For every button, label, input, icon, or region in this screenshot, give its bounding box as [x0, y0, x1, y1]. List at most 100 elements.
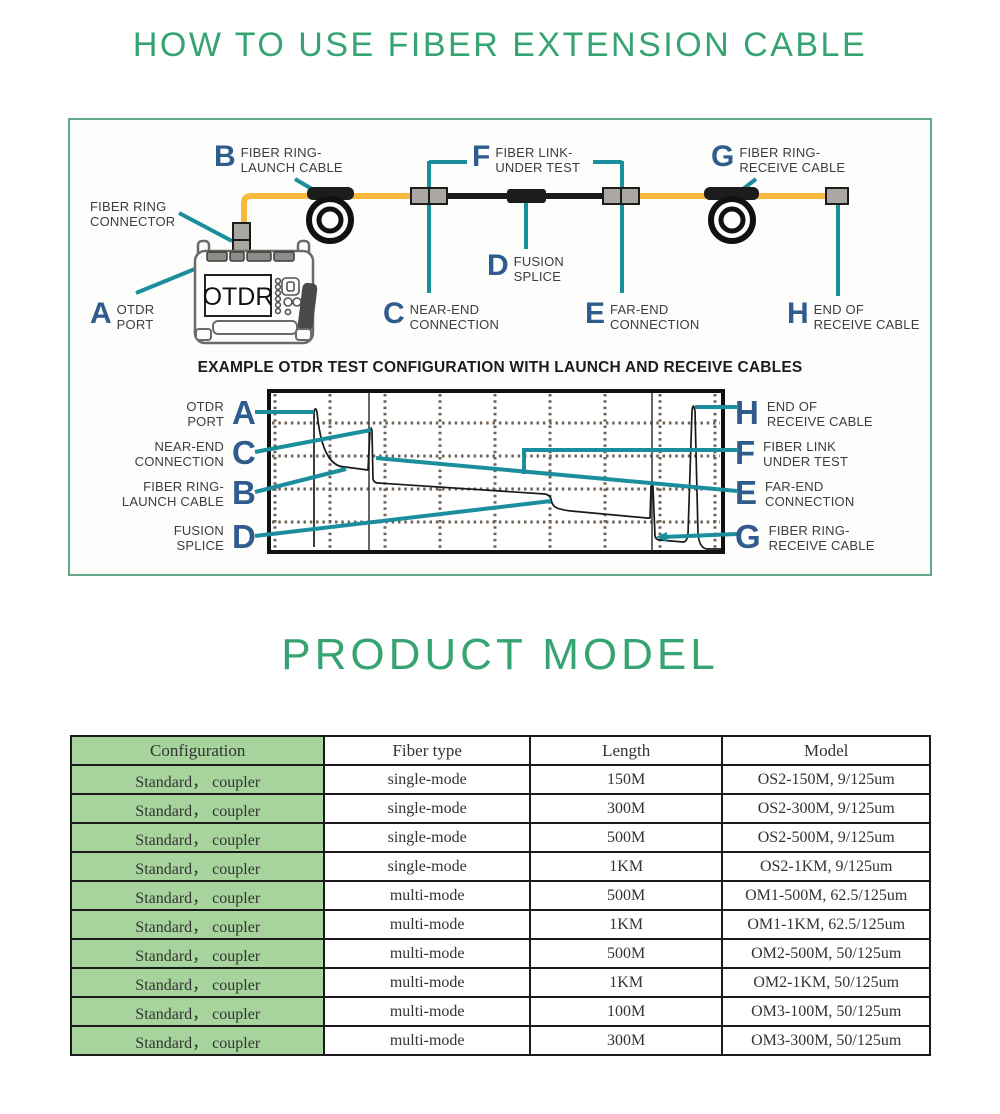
- otdr-screen-label: OTDR: [203, 283, 274, 311]
- section-title: PRODUCT MODEL: [281, 630, 719, 679]
- otdr-device: OTDR: [193, 239, 318, 345]
- page-title: HOW TO USE FIBER EXTENSION CABLE: [132, 26, 868, 64]
- fiber-diagram: OTDR: [135, 160, 849, 554]
- header-length: Length: [528, 735, 724, 766]
- fusion-splice: [507, 189, 546, 203]
- length-cell: 500M: [528, 822, 724, 853]
- length-cell: 1KM: [528, 851, 724, 882]
- fiber-type-cell: multi-mode: [323, 967, 531, 998]
- length-cell: 1KM: [528, 967, 724, 998]
- model-cell: OM1-1KM, 62.5/125um: [721, 909, 931, 940]
- g-arrowhead: [656, 532, 667, 542]
- model-cell: OS2-1KM, 9/125um: [721, 851, 931, 882]
- table-header-row: Configuration Fiber type Length Model: [69, 735, 931, 766]
- otdr-port-connector: [232, 222, 251, 256]
- length-cell: 1KM: [528, 909, 724, 940]
- callout-letter: D: [487, 249, 509, 282]
- receive-coil-wrap: [704, 187, 759, 200]
- callout-letter: B: [214, 140, 236, 173]
- config-cell: Standard， coupler: [69, 764, 326, 795]
- config-cell: Standard， coupler: [69, 996, 326, 1027]
- header-configuration: Configuration: [69, 735, 326, 766]
- end-connector: [825, 187, 849, 205]
- length-cell: 500M: [528, 880, 724, 911]
- callout-letter: H: [787, 297, 809, 330]
- config-cell: Standard， coupler: [69, 909, 326, 940]
- chart-leader-lines: [254, 405, 738, 539]
- fiber-type-cell: single-mode: [323, 822, 531, 853]
- fiber-type-cell: single-mode: [323, 851, 531, 882]
- model-cell: OS2-500M, 9/125um: [721, 822, 931, 853]
- otdr-screen: [204, 274, 272, 317]
- config-cell: Standard， coupler: [69, 1025, 326, 1056]
- model-cell: OM2-1KM, 50/125um: [721, 967, 931, 998]
- config-cell: Standard， coupler: [69, 793, 326, 824]
- fiber-type-cell: multi-mode: [323, 1025, 531, 1056]
- launch-coil-wrap: [307, 187, 354, 200]
- near-end-connectors: [410, 187, 448, 205]
- header-fiber-type: Fiber type: [323, 735, 531, 766]
- otdr-strap: [297, 282, 318, 332]
- model-cell: OM3-100M, 50/125um: [721, 996, 931, 1027]
- model-cell: OM3-300M, 50/125um: [721, 1025, 931, 1056]
- callout-text: FIBER LINK-UNDER TEST: [495, 145, 581, 175]
- model-cell: OM1-500M, 62.5/125um: [721, 880, 931, 911]
- leader-lines: [135, 160, 840, 296]
- connector-callout: FIBER RING CONNECTOR: [90, 199, 176, 229]
- length-cell: 500M: [528, 938, 724, 969]
- trace-chart: [254, 389, 738, 554]
- config-cell: Standard， coupler: [69, 938, 326, 969]
- callout-text: FIBER RING-RECEIVE CABLE: [739, 145, 846, 175]
- callout-F: F FIBER LINK-UNDER TEST: [472, 140, 581, 176]
- length-cell: 150M: [528, 764, 724, 795]
- callout-G: G FIBER RING-RECEIVE CABLE: [711, 140, 846, 176]
- fiber-type-cell: multi-mode: [323, 880, 531, 911]
- callout-letter: F: [472, 140, 491, 173]
- callout-letter: C: [383, 297, 405, 330]
- header-model: Model: [721, 735, 931, 766]
- callout-letter: E: [585, 297, 606, 330]
- callout-letter: A: [90, 297, 112, 330]
- fiber-coil-launch: [306, 196, 354, 244]
- callout-text: FIBER RING-LAUNCH CABLE: [240, 145, 343, 175]
- product-table: Configuration Fiber type Length Model St…: [69, 735, 931, 1056]
- fiber-type-cell: multi-mode: [323, 996, 531, 1027]
- fiber-type-cell: multi-mode: [323, 909, 531, 940]
- model-cell: OS2-300M, 9/125um: [721, 793, 931, 824]
- config-cell: Standard， coupler: [69, 967, 326, 998]
- chart-caption: EXAMPLE OTDR TEST CONFIGURATION WITH LAU…: [197, 359, 803, 376]
- length-cell: 300M: [528, 793, 724, 824]
- config-cell: Standard， coupler: [69, 822, 326, 853]
- fiber-type-cell: single-mode: [323, 793, 531, 824]
- callout-B: B FIBER RING-LAUNCH CABLE: [214, 140, 343, 176]
- callout-letter: G: [711, 140, 735, 173]
- fiber-coil-receive: [708, 196, 756, 244]
- fiber-type-cell: multi-mode: [323, 938, 531, 969]
